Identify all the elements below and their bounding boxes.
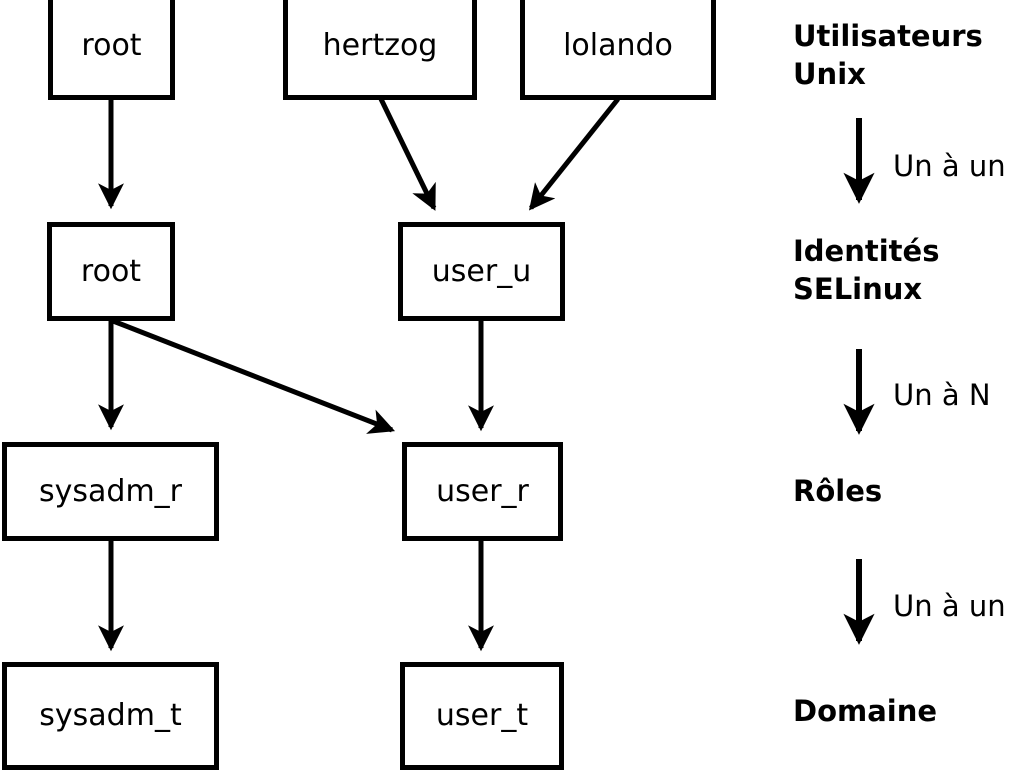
node-hertzog[interactable]: hertzog (283, 0, 477, 100)
node-user-u[interactable]: user_u (398, 222, 565, 321)
legend-relation-roles-to-domains: Un à un (893, 589, 1006, 623)
node-lolando[interactable]: lolando (520, 0, 716, 100)
legend-layer-roles: Rôles (793, 474, 883, 508)
node-sysadm-t[interactable]: sysadm_t (2, 662, 219, 770)
edge-root-identity-to-user-r (112, 318, 396, 434)
legend-layer-selinux-identities: Identités SELinux (793, 234, 940, 306)
node-user-t[interactable]: user_t (400, 662, 564, 770)
edge-hertzog-to-user-u (378, 97, 437, 211)
node-label: root (81, 28, 142, 63)
legend-relation-users-to-identities: Un à un (893, 149, 1006, 183)
node-user-r[interactable]: user_r (402, 442, 563, 541)
node-label: root (80, 253, 142, 289)
node-label: sysadm_t (39, 698, 182, 733)
node-label: sysadm_r (39, 473, 182, 509)
node-label: user_u (431, 253, 532, 289)
node-label: hertzog (322, 28, 438, 63)
legend-layer-unix-users: Utilisateurs Unix (793, 19, 983, 91)
edge-lolando-to-user-u (528, 97, 620, 211)
node-root-identity[interactable]: root (47, 222, 175, 321)
node-label: user_r (436, 473, 529, 509)
node-sysadm-r[interactable]: sysadm_r (2, 442, 219, 541)
node-label: user_t (435, 698, 529, 733)
legend-layer-domains: Domaine (793, 694, 938, 728)
node-label: lolando (563, 28, 673, 63)
node-root-user[interactable]: root (48, 0, 175, 100)
legend-relation-identities-to-roles: Un à N (893, 378, 991, 412)
